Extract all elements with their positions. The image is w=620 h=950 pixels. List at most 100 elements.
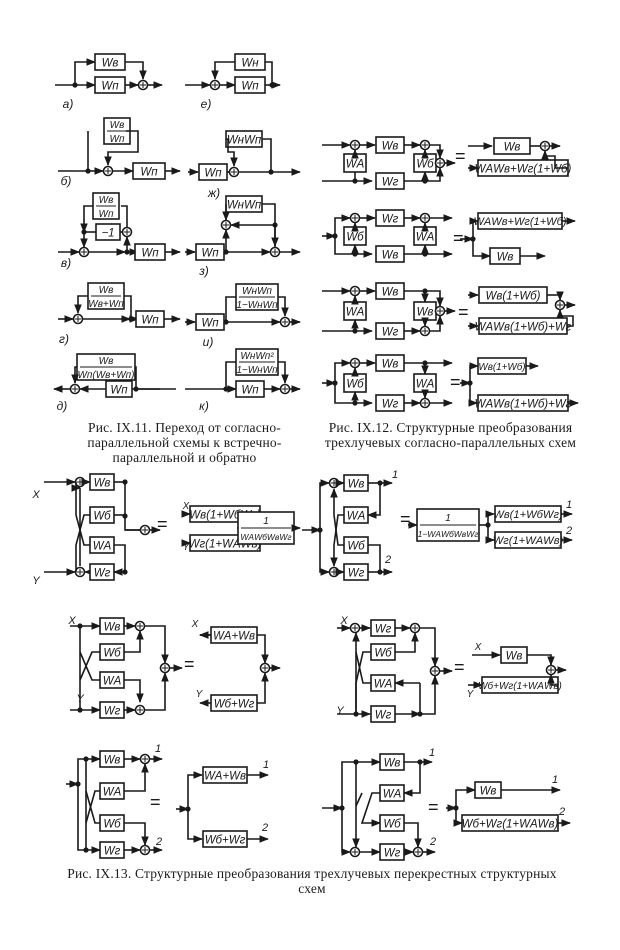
signal-line: [469, 217, 479, 239]
block-label: Wв(1+Wб): [478, 362, 525, 373]
signal-line: [74, 58, 96, 85]
block-label: Wб: [103, 647, 121, 659]
signal-line: [145, 672, 169, 711]
block-numerator: WнWп: [242, 286, 272, 297]
signal-line: [257, 672, 269, 704]
plus-sign: [352, 360, 358, 366]
signal-line: [257, 634, 269, 664]
block-label: Wп: [141, 314, 159, 326]
signal-line: [485, 525, 495, 544]
block-denominator: 1−WАWбWвWг: [418, 529, 479, 539]
block-label: Wб: [346, 378, 364, 390]
output-2-label: 2: [261, 822, 268, 834]
output-1-label: 1: [566, 499, 572, 511]
signal-line: [124, 822, 149, 846]
signal-line: [278, 361, 289, 384]
plus-sign: [75, 316, 81, 322]
plus-sign: [282, 319, 288, 325]
signal-line: [124, 482, 145, 531]
signal-line: [211, 61, 235, 80]
plus-sign: [437, 308, 443, 314]
signal-line: [262, 138, 272, 172]
block-label: Wв: [104, 621, 121, 633]
block-label: Wп: [101, 80, 119, 92]
signal-line: [556, 291, 564, 301]
block-label: Wв(1+Wб): [486, 290, 541, 302]
output-2-label: 2: [384, 554, 391, 566]
block-label: WАWв+Wг(1+Wб): [475, 163, 572, 175]
signal-line: [395, 632, 419, 653]
signal-line: [124, 763, 149, 792]
block-label: Wг: [375, 709, 392, 721]
panel-label-i: и): [203, 335, 214, 349]
plus-sign: [415, 849, 421, 855]
signal-line: [355, 651, 371, 684]
block-label: Wв: [94, 477, 111, 489]
block-label: Wв: [417, 306, 434, 318]
signal-line: [453, 808, 463, 827]
signal-line: [367, 483, 381, 519]
signal-line: [114, 544, 126, 572]
plus-sign: [137, 623, 143, 629]
block-label: WАWв+Wг(1+Wб): [473, 216, 566, 228]
signal-line: [420, 627, 439, 667]
output-2-label: 2: [155, 836, 162, 848]
signal-line: [125, 61, 147, 80]
block-label: Wв: [382, 249, 399, 261]
plus-sign: [124, 229, 130, 235]
signal-line: [145, 625, 169, 664]
block-label: WА+Wв: [204, 770, 246, 782]
signal-line: [226, 138, 238, 167]
panel-label-g: г): [59, 332, 69, 346]
signal-line: [187, 809, 203, 843]
signal-line: [124, 679, 144, 703]
panel-label-k: к): [199, 399, 209, 413]
plus-sign: [352, 288, 358, 294]
plus-sign: [422, 328, 428, 334]
signal-line: [469, 362, 479, 383]
signal-line: [319, 479, 330, 530]
plus-sign: [142, 527, 148, 533]
signal-line: [278, 296, 289, 317]
signal-line: [75, 486, 81, 489]
equals-sign: =: [450, 372, 461, 392]
block-label: WАWв(1+Wб)+Wг: [475, 398, 572, 410]
panel-label-b: б): [61, 174, 72, 188]
plus-sign: [231, 169, 237, 175]
block-label: Wв: [382, 286, 399, 298]
signal-line: [79, 651, 100, 681]
block-denominator: 1−WнWп: [236, 365, 278, 376]
block-label: Wв(1+WбWг): [493, 509, 563, 521]
block-label: Wп: [201, 317, 219, 329]
plus-sign: [105, 168, 111, 174]
output-1-label: 1: [263, 759, 269, 771]
signal-line: [420, 675, 439, 715]
plus-sign: [352, 215, 358, 221]
signal-line: [79, 651, 100, 681]
block-label: Wв: [480, 785, 497, 797]
block-denominator: Wп: [99, 209, 114, 220]
block-label: WА: [346, 306, 365, 318]
block-label: Wб: [383, 818, 401, 830]
plus-sign: [140, 82, 146, 88]
signal-line: [368, 544, 381, 572]
block-label: Wв: [497, 251, 514, 263]
signal-line: [334, 359, 351, 383]
signal-line: [527, 654, 555, 666]
block-label: Wб+Wг: [205, 834, 246, 846]
plus-sign: [352, 849, 358, 855]
block-label: Wг(1+WАWв): [493, 535, 564, 547]
plus-sign: [422, 215, 428, 221]
signal-line: [485, 510, 495, 525]
block-label: Wг: [94, 567, 111, 579]
signal-line: [124, 630, 144, 653]
block-label: WА: [347, 510, 366, 522]
signal-line: [187, 771, 203, 809]
signal-x: X: [339, 615, 348, 627]
plus-sign: [77, 569, 83, 575]
plus-sign: [437, 160, 443, 166]
block-label: Wв: [348, 478, 365, 490]
output-2-label: 2: [565, 525, 572, 537]
signal-line: [265, 61, 273, 85]
